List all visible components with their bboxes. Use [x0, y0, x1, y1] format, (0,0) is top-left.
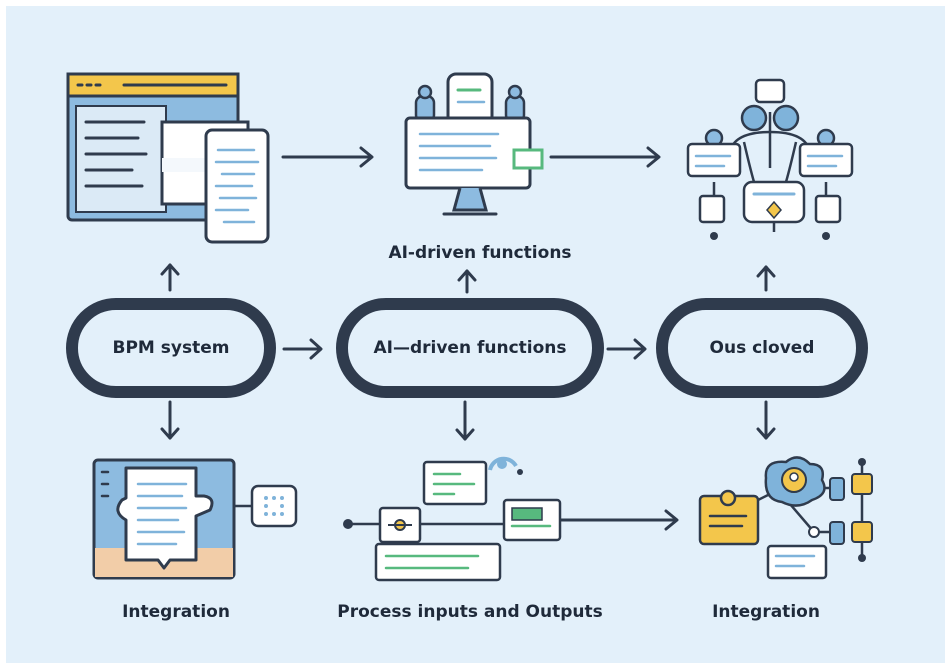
arrow-top-middle-to-right: [549, 146, 661, 168]
browser-window-icon: [66, 72, 270, 244]
label-integration-right: Integration: [712, 602, 820, 622]
node-ous-cloved-label: Ous cloved: [709, 338, 815, 358]
node-bpm-system-label: BPM system: [112, 338, 230, 358]
arrow-bpm-up: [160, 263, 180, 292]
node-ai-driven-functions-label: AI—driven functions: [373, 338, 567, 358]
node-bpm-system: BPM system: [66, 298, 276, 398]
arrow-ous-down: [756, 400, 776, 440]
label-process-inputs-outputs: Process inputs and Outputs: [337, 602, 603, 622]
arrow-ai-down: [455, 400, 475, 441]
network-tree-icon: [686, 78, 854, 240]
process-flow-icon: [343, 456, 562, 582]
integration-ai-icon: [698, 456, 873, 580]
label-integration-left: Integration: [122, 602, 230, 622]
node-ous-cloved: Ous cloved: [656, 298, 868, 398]
arrow-ai-up: [457, 269, 477, 294]
ai-monitor-icon: [404, 72, 544, 216]
arrow-top-left-to-middle: [281, 146, 374, 168]
arrow-bpm-down: [160, 400, 180, 440]
node-ai-driven-functions: AI—driven functions: [336, 298, 604, 398]
arrow-bottom-middle-to-right: [559, 509, 679, 531]
diagram-canvas: BPM system AI—driven functions Ous clove…: [6, 6, 945, 663]
arrow-bpm-to-ai: [282, 338, 323, 360]
connector-arrows: [160, 146, 776, 531]
integration-window-icon: [92, 458, 298, 580]
label-ai-driven-functions-top: AI-driven functions: [388, 243, 572, 263]
arrow-ous-up: [756, 265, 776, 292]
arrow-ai-to-ous: [606, 338, 647, 360]
